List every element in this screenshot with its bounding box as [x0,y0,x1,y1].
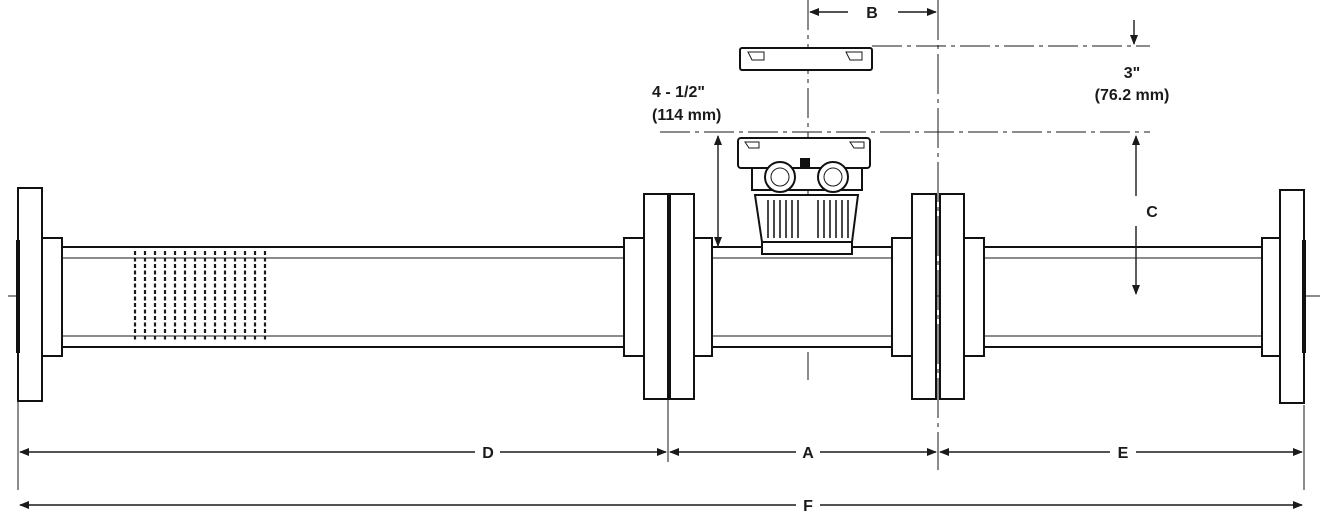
dimension-c: C [1132,135,1158,295]
dimension-e-label: E [1118,445,1129,462]
outlet-pipe-section [939,189,1306,404]
dimension-4-5in: 4 - 1/2" (114 mm) [652,84,722,247]
dimension-3in-mm-label: (76.2 mm) [1095,87,1170,104]
dimension-d: D [19,445,667,462]
register-port-left-icon [764,161,796,193]
dimension-b-label: B [866,5,878,22]
register-cover [739,47,873,71]
dimension-f-label: F [803,498,813,515]
meter-body [669,193,937,400]
dimension-d-label: D [482,445,494,462]
dimension-4-5in-label: 4 - 1/2" [652,84,705,101]
dimension-a: A [669,445,937,462]
dimension-b: B [809,5,937,22]
strainer-section [16,187,669,402]
dimension-e: E [939,445,1303,462]
dimension-3in: 3" (76.2 mm) [1095,20,1170,104]
dimension-3in-label: 3" [1124,65,1140,82]
register-port-right-icon [817,161,849,193]
dimension-c-label: C [1146,204,1158,221]
meter-register [737,137,871,255]
strainer-screen-pattern [133,251,267,342]
dimension-a-label: A [802,445,814,462]
dimension-4-5in-mm-label: (114 mm) [652,107,721,124]
dimension-f: F [19,498,1303,515]
